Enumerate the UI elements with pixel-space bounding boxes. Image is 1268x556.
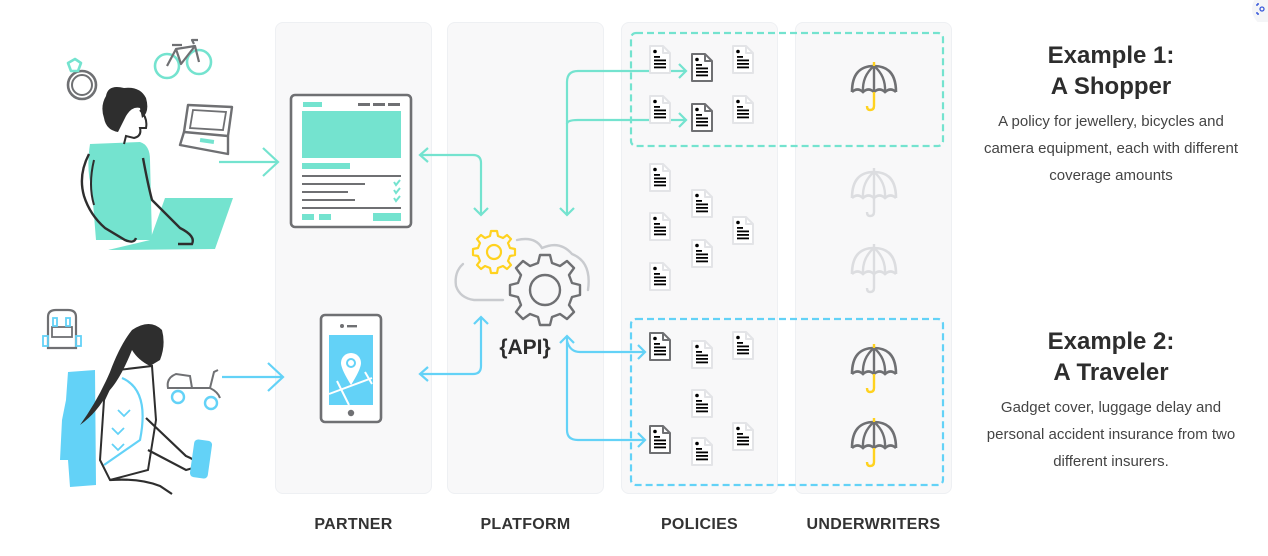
- laptop-icon: [178, 103, 234, 156]
- example-1: Example 1: A Shopper A policy for jewell…: [980, 40, 1242, 189]
- example-2-description: Gadget cover, luggage delay and personal…: [986, 399, 1236, 470]
- document-icon: [691, 340, 713, 369]
- document-icon: [732, 45, 754, 74]
- column-label-policies: POLICIES: [660, 516, 739, 533]
- arrow-platform-to-policies-bottom: [559, 334, 647, 448]
- example-2-group-box: [629, 317, 945, 487]
- example-1-title-line1: Example 1:: [1047, 42, 1175, 69]
- small-gear-icon: [471, 229, 517, 275]
- umbrella-icon-active-3: [850, 418, 898, 468]
- scan-icon: [1252, 0, 1268, 22]
- document-icon: [732, 422, 754, 451]
- traveler-illustration: [42, 308, 285, 495]
- large-gear-icon: [508, 253, 582, 327]
- example-1-title-line2: A Shopper: [1050, 73, 1172, 100]
- document-icon: [691, 189, 713, 218]
- person-with-backpack-icon: [60, 324, 213, 495]
- document-icon: [691, 239, 713, 268]
- umbrella-icon-faded: [850, 244, 898, 294]
- webpage-mockup-icon: [289, 93, 413, 229]
- cloud-gears-icon: [454, 229, 590, 327]
- example-1-description: A policy for jewellery, bicycles and cam…: [983, 113, 1239, 184]
- umbrella-icon-active-2: [850, 344, 898, 394]
- document-icon: [732, 331, 754, 360]
- active-policy-document-icon: [649, 332, 671, 361]
- mobile-map-app-icon: [319, 313, 383, 424]
- example-2-title-line2: A Traveler: [1053, 359, 1169, 386]
- example-1-group-box: [629, 31, 945, 148]
- document-icon: [649, 163, 671, 192]
- document-icon: [691, 437, 713, 466]
- active-policy-document-icon: [649, 425, 671, 454]
- document-icon: [691, 389, 713, 418]
- example-2-title-line1: Example 2:: [1047, 328, 1175, 355]
- api-label: {API}: [499, 336, 551, 359]
- document-icon: [732, 95, 754, 124]
- column-label-partner: PARTNER: [314, 516, 393, 533]
- umbrella-icon-faded: [850, 168, 898, 218]
- document-icon: [649, 95, 671, 124]
- example-2: Example 2: A Traveler Gadget cover, lugg…: [980, 326, 1242, 475]
- document-icon: [732, 216, 754, 245]
- arrow-platform-to-policies-top: [559, 63, 688, 217]
- backpack-icon: [42, 308, 82, 350]
- umbrella-icon-active-1: [850, 62, 898, 112]
- ring-icon: [66, 57, 98, 101]
- active-policy-document-icon: [691, 53, 713, 82]
- scooter-icon: [166, 369, 221, 411]
- arrow-traveler-to-partner: [222, 362, 285, 392]
- bicycle-icon: [153, 38, 213, 80]
- person-at-laptop-icon: [80, 87, 233, 250]
- image-search-button[interactable]: [1250, 0, 1268, 22]
- shopper-illustration: [66, 38, 280, 250]
- arrow-partner-platform-top: [418, 147, 489, 217]
- column-label-underwriters: UNDERWRITERS: [806, 516, 941, 533]
- document-icon: [649, 262, 671, 291]
- arrow-shopper-to-partner: [219, 147, 280, 177]
- arrow-partner-platform-bottom: [418, 315, 489, 382]
- active-policy-document-icon: [691, 103, 713, 132]
- column-label-platform: PLATFORM: [480, 516, 571, 533]
- document-icon: [649, 212, 671, 241]
- document-icon: [649, 45, 671, 74]
